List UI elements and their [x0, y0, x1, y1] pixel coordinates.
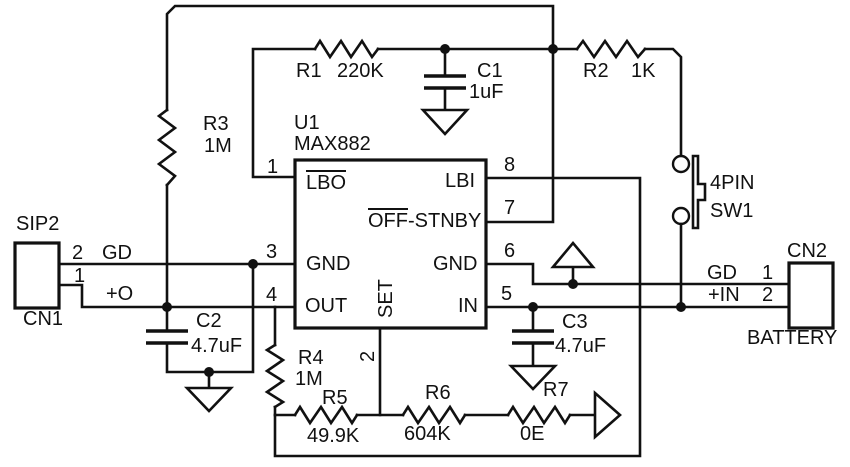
net-label-plus-in: +IN — [708, 284, 740, 306]
r1-value-label: 220K — [337, 60, 384, 82]
u1-part-label: MAX882 — [294, 133, 371, 155]
r5-ref-label: R5 — [322, 387, 348, 409]
ground-symbol-c1 — [420, 108, 470, 136]
r7-ref-label: R7 — [543, 379, 569, 401]
net-label-gd-cn2: GD — [707, 262, 737, 284]
net-arrow-right-icon — [593, 390, 622, 440]
resistor-R4-symbol — [264, 343, 286, 409]
ic-pin5-number: 5 — [501, 283, 513, 305]
cn1-ref-label: CN1 — [23, 308, 64, 330]
cn2-ref-label: CN2 — [787, 240, 828, 262]
r2-value-label: 1K — [631, 60, 656, 82]
switch-terminal-bottom — [671, 206, 691, 226]
ground-symbol-c2 — [183, 386, 235, 413]
ic-pin2-name: SET — [375, 279, 397, 318]
cn1-pin2-number: 2 — [72, 242, 84, 264]
ic-pin7-name: OFF-STNBY — [368, 208, 481, 231]
junction-dot — [548, 44, 558, 54]
wire-top-rail-pin7 — [165, 4, 555, 224]
junction-dot — [248, 259, 258, 269]
switch-actuator — [691, 154, 707, 230]
stnby-text: -STNBY — [408, 210, 482, 232]
r4-ref-label: R4 — [298, 347, 324, 369]
resistor-R2-symbol — [575, 38, 647, 60]
c2-ref-label: C2 — [196, 310, 222, 332]
c2-value-label: 4.7uF — [191, 335, 243, 357]
c1-value-label: 1uF — [469, 81, 504, 103]
sw1-type-label: 4PIN — [710, 172, 755, 194]
resistor-R3-symbol — [156, 108, 178, 187]
ic-pin8-name: LBI — [445, 170, 476, 192]
r3-value-label: 1M — [204, 135, 232, 157]
ic-pin6-number: 6 — [504, 240, 516, 262]
r3-ref-label: R3 — [203, 113, 229, 135]
power-flag-up-icon — [550, 240, 596, 269]
resistor-R7-symbol — [506, 404, 572, 426]
cn1-type-label: SIP2 — [16, 213, 60, 235]
r4-value-label: 1M — [295, 368, 323, 390]
ic-pin3-number: 3 — [266, 241, 278, 263]
r2-ref-label: R2 — [583, 60, 609, 82]
wire-pin1-loop — [251, 47, 317, 179]
resistor-R5-symbol — [293, 404, 359, 426]
wire-plus-o-out — [57, 283, 297, 309]
capacitor-C2-symbol — [146, 329, 188, 345]
ic-pin1-name: LBO — [306, 170, 347, 194]
sw1-ref-label: SW1 — [710, 200, 754, 222]
junction-dot — [676, 302, 686, 312]
c3-ref-label: C3 — [562, 311, 588, 333]
ic-pin3-name: GND — [306, 253, 351, 275]
ic-pin4-name: OUT — [305, 295, 348, 317]
cn2-pin2-number: 2 — [762, 284, 774, 306]
ic-pin6-name: GND — [433, 253, 478, 275]
r6-ref-label: R6 — [425, 382, 451, 404]
ic-pin7-number: 7 — [504, 197, 516, 219]
connector-cn2-body — [787, 261, 835, 330]
junction-dot — [568, 279, 578, 289]
r5-value-label: 49.9K — [307, 425, 360, 447]
u1-ref-label: U1 — [294, 112, 320, 134]
ic-pin2-number: 2 — [357, 350, 379, 362]
cn2-pin1-number: 1 — [762, 262, 774, 284]
lbo-overline: LBO — [306, 170, 347, 194]
r7-value-label: 0E — [520, 423, 545, 445]
r6-value-label: 604K — [404, 423, 451, 445]
ic-body — [293, 158, 488, 330]
ground-symbol-c3 — [507, 364, 559, 391]
net-label-plus-o: +O — [106, 283, 134, 305]
cn2-type-label: BATTERY — [747, 327, 838, 349]
ic-pin4-number: 4 — [266, 284, 278, 306]
capacitor-C3-symbol — [512, 329, 554, 345]
wire-pin6-gd — [484, 262, 791, 286]
cn1-pin1-number: 1 — [74, 265, 86, 287]
switch-terminal-top — [671, 154, 691, 174]
resistor-R6-symbol — [401, 404, 467, 426]
c1-ref-label: C1 — [477, 60, 503, 82]
resistor-R1-symbol — [313, 38, 380, 60]
net-label-gd-cn1: GD — [102, 242, 132, 264]
junction-dot — [440, 44, 450, 54]
c3-value-label: 4.7uF — [555, 335, 607, 357]
ic-pin8-number: 8 — [504, 154, 516, 176]
capacitor-C1-symbol — [424, 74, 466, 90]
r1-ref-label: R1 — [296, 60, 322, 82]
off-overline: OFF — [368, 208, 408, 232]
junction-dot — [162, 302, 172, 312]
junction-dot — [528, 302, 538, 312]
wire-lbi-loop — [273, 176, 642, 458]
junction-dot — [204, 367, 214, 377]
ic-pin5-name: IN — [458, 295, 478, 317]
ic-pin1-number: 1 — [267, 156, 279, 178]
connector-cn1-body — [13, 241, 61, 310]
wire-R2-to-switch — [643, 47, 683, 158]
